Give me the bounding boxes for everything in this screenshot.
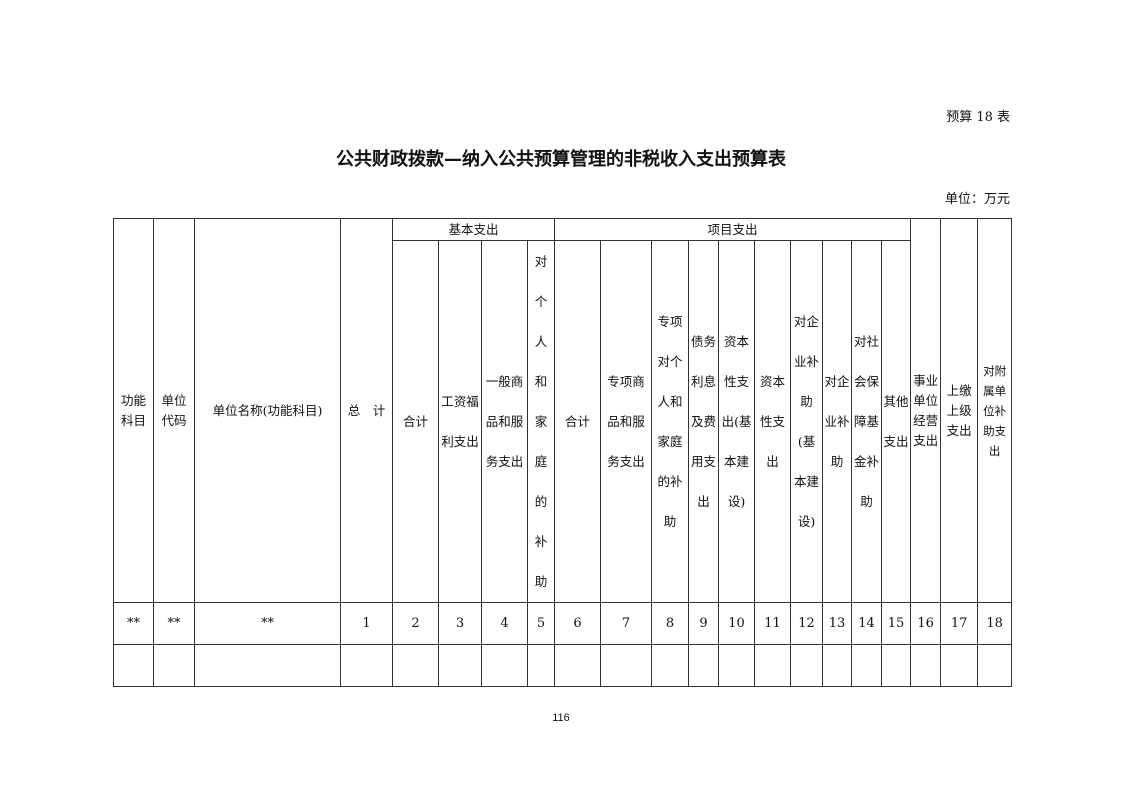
- header-project-goods: 专项商 品和服 务支出: [600, 240, 653, 603]
- unit-label: 单位：万元: [944, 192, 1010, 207]
- data-cell[interactable]: [881, 644, 912, 687]
- data-cell[interactable]: [790, 644, 824, 687]
- column-number-cell: 13: [822, 602, 853, 645]
- data-cell[interactable]: [554, 644, 602, 687]
- header-row: 合计 工资福 利支出 一般商 品和服 务支出 对 个 人 和 家 庭 的 补 助…: [114, 240, 1012, 603]
- form-number: 预算 18 表: [946, 110, 1010, 125]
- header-group-project: 项目支出: [554, 218, 912, 241]
- data-cell[interactable]: [600, 644, 653, 687]
- header-project-capital: 资本 性支 出: [754, 240, 792, 603]
- data-cell[interactable]: [940, 644, 979, 687]
- header-business: 事业 单位 经营 支出: [910, 218, 942, 603]
- data-cell[interactable]: [718, 644, 756, 687]
- header-unit-code: 单位 代码: [153, 218, 195, 603]
- column-number-cell: 4: [481, 602, 528, 645]
- header-project-enterprise: 对企 业补 助: [822, 240, 853, 603]
- column-number-cell: 9: [688, 602, 720, 645]
- header-total: 总 计: [340, 218, 393, 603]
- header-project-total: 合计: [554, 240, 602, 603]
- data-cell[interactable]: [481, 644, 528, 687]
- page-number: 116: [552, 712, 570, 724]
- header-function: 功能 科目: [113, 218, 154, 603]
- data-cell[interactable]: [851, 644, 883, 687]
- column-number-cell: 14: [851, 602, 883, 645]
- budget-table: 功能 科目 单位 代码 单位名称(功能科目) 总 计 基本支出 项目支出 事业 …: [113, 218, 1013, 687]
- data-cell[interactable]: [392, 644, 439, 687]
- column-number-cell: **: [113, 602, 154, 645]
- column-number-cell: 8: [651, 602, 690, 645]
- header-basic-personal: 对 个 人 和 家 庭 的 补 助: [526, 240, 556, 603]
- header-project-enterprise-construction: 对企 业补 助 (基 本建 设): [790, 240, 824, 603]
- column-number-cell: 1: [340, 602, 393, 645]
- header-project-capital-construction: 资本 性支 出(基 本建 设): [718, 240, 756, 603]
- header-basic-total: 合计: [392, 240, 439, 603]
- page-title: 公共财政拨款—纳入公共预算管理的非税收入支出预算表: [336, 149, 786, 170]
- data-cell[interactable]: [651, 644, 690, 687]
- column-number-cell: 10: [718, 602, 756, 645]
- data-cell[interactable]: [438, 644, 482, 687]
- header-basic-goods: 一般商 品和服 务支出: [481, 240, 528, 603]
- data-cell[interactable]: [526, 644, 556, 687]
- header-group-row: 功能 科目 单位 代码 单位名称(功能科目) 总 计 基本支出 项目支出 事业 …: [113, 218, 1013, 603]
- header-basic-salary: 工资福 利支出: [438, 240, 482, 603]
- header-upper: 上缴 上级 支出: [940, 218, 979, 603]
- header-unit-name: 单位名称(功能科目): [194, 218, 341, 603]
- column-number-cell: 7: [600, 602, 653, 645]
- column-number-cell: 5: [526, 602, 556, 645]
- header-project-other: 其他 支出: [881, 240, 912, 603]
- data-cell[interactable]: [977, 644, 1013, 687]
- data-cell[interactable]: [113, 644, 154, 687]
- data-row: [113, 644, 1013, 687]
- column-number-cell: 11: [754, 602, 792, 645]
- column-number-cell: 12: [790, 602, 824, 645]
- column-number-cell: 6: [554, 602, 602, 645]
- data-cell[interactable]: [194, 644, 341, 687]
- data-cell[interactable]: [910, 644, 942, 687]
- data-cell[interactable]: [153, 644, 195, 687]
- data-cell[interactable]: [822, 644, 853, 687]
- column-number-cell: 2: [392, 602, 439, 645]
- column-number-cell: 15: [881, 602, 912, 645]
- header-project-social-security: 对社 会保 障基 金补 助: [851, 240, 883, 603]
- column-number-cell: 3: [438, 602, 482, 645]
- column-number-cell: **: [153, 602, 195, 645]
- column-number-cell: 18: [977, 602, 1013, 645]
- column-number-cell: **: [194, 602, 341, 645]
- column-number-cell: 17: [940, 602, 979, 645]
- header-subsidy: 对附 属单 位补 助支 出: [977, 218, 1013, 603]
- data-cell[interactable]: [340, 644, 393, 687]
- header-project-debt: 债务 利息 及费 用支 出: [688, 240, 720, 603]
- data-cell[interactable]: [754, 644, 792, 687]
- header-group-basic: 基本支出: [391, 218, 556, 241]
- column-number-cell: 16: [910, 602, 942, 645]
- header-project-personal: 专项 对个 人和 家庭 的补 助: [651, 240, 690, 603]
- data-cell[interactable]: [688, 644, 720, 687]
